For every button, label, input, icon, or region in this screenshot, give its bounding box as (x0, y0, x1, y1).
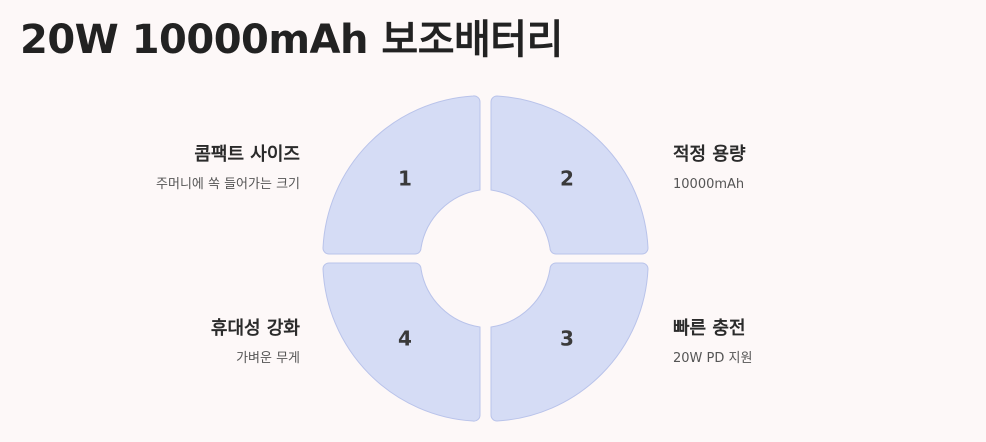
page-title: 20W 10000mAh 보조배터리 (20, 17, 563, 63)
label-segment-2-desc: 10000mAh (673, 177, 745, 192)
label-segment-3: 빠른 충전 20W PD 지원 (673, 317, 752, 368)
segment-4-shape (322, 262, 481, 422)
segment-1[interactable]: 1 (322, 95, 481, 255)
segment-2-number: 2 (560, 167, 574, 191)
segment-3-shape (490, 262, 649, 422)
label-segment-4-title: 휴대성 강화 (210, 318, 300, 339)
label-segment-3-title: 빠른 충전 (673, 318, 746, 339)
segment-2[interactable]: 2 (490, 95, 649, 255)
segment-1-number: 1 (398, 167, 412, 191)
segment-3[interactable]: 3 (490, 262, 649, 422)
label-segment-2: 적정 용량 10000mAh (673, 143, 746, 194)
label-segment-1: 콤팩트 사이즈 주머니에 쏙 들어가는 크기 (156, 143, 300, 194)
segment-4-number: 4 (398, 327, 412, 351)
label-segment-1-desc: 주머니에 쏙 들어가는 크기 (156, 177, 300, 192)
segment-2-shape (490, 95, 649, 255)
label-segment-1-title: 콤팩트 사이즈 (194, 144, 300, 165)
label-segment-4-desc: 가벼운 무게 (236, 351, 300, 366)
segment-4[interactable]: 4 (322, 262, 481, 422)
label-segment-4: 휴대성 강화 가벼운 무게 (211, 317, 300, 368)
segment-3-number: 3 (560, 327, 574, 351)
label-segment-3-desc: 20W PD 지원 (673, 351, 753, 366)
label-segment-2-title: 적정 용량 (673, 144, 746, 165)
segment-1-shape (322, 95, 481, 255)
